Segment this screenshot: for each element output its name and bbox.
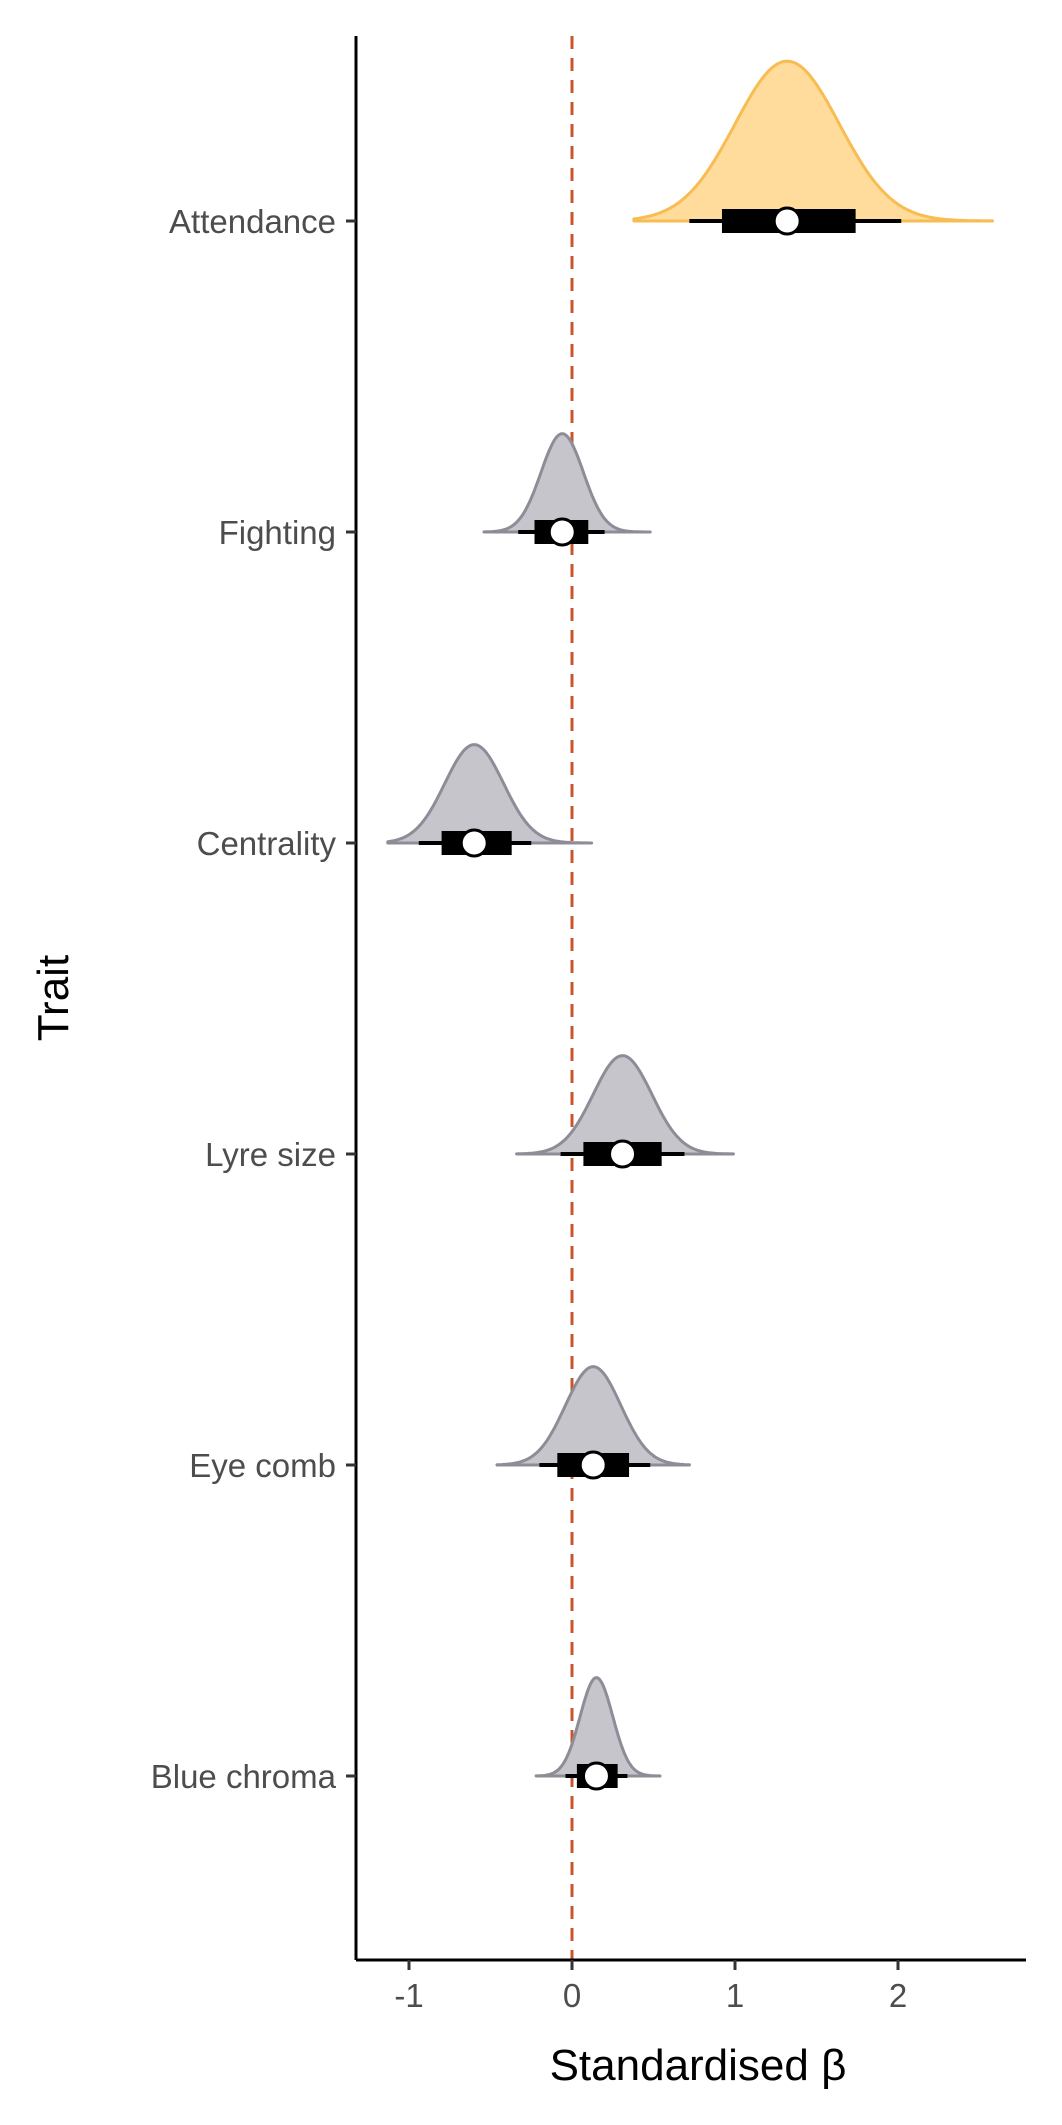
- density-fighting: [482, 432, 652, 534]
- density-attendance: [632, 59, 994, 223]
- x-axis-title: Standardised β: [550, 2041, 847, 2090]
- y-tick-label-fighting: Fighting: [219, 514, 336, 551]
- median-point-fighting: [547, 517, 577, 547]
- median-point-lyre-size: [608, 1139, 638, 1169]
- axes-layer: [354, 36, 1026, 1962]
- x-tick-label-0: -1: [394, 1977, 423, 2014]
- y-tick-label-blue-chroma: Blue chroma: [151, 1758, 337, 1795]
- median-point-eye-comb: [578, 1450, 608, 1480]
- x-tick-label-1: 0: [563, 1977, 581, 2014]
- x-tick-label-2: 1: [726, 1977, 744, 2014]
- intervals-layer: [418, 206, 902, 1791]
- median-point-blue-chroma: [581, 1761, 611, 1791]
- density-blue-chroma: [534, 1676, 662, 1778]
- y-tick-label-centrality: Centrality: [197, 825, 337, 862]
- densities-layer: [386, 59, 994, 1778]
- y-tick-label-attendance: Attendance: [169, 203, 336, 240]
- y-axis-title: Trait: [29, 955, 78, 1041]
- density-lyre-size: [515, 1054, 735, 1156]
- y-tick-label-lyre-size: Lyre size: [205, 1136, 336, 1173]
- density-centrality: [386, 743, 594, 845]
- median-point-attendance: [772, 206, 802, 236]
- x-tick-label-3: 2: [889, 1977, 907, 2014]
- density-eye-comb: [495, 1365, 691, 1467]
- median-point-centrality: [459, 828, 489, 858]
- y-tick-label-eye-comb: Eye comb: [189, 1447, 336, 1484]
